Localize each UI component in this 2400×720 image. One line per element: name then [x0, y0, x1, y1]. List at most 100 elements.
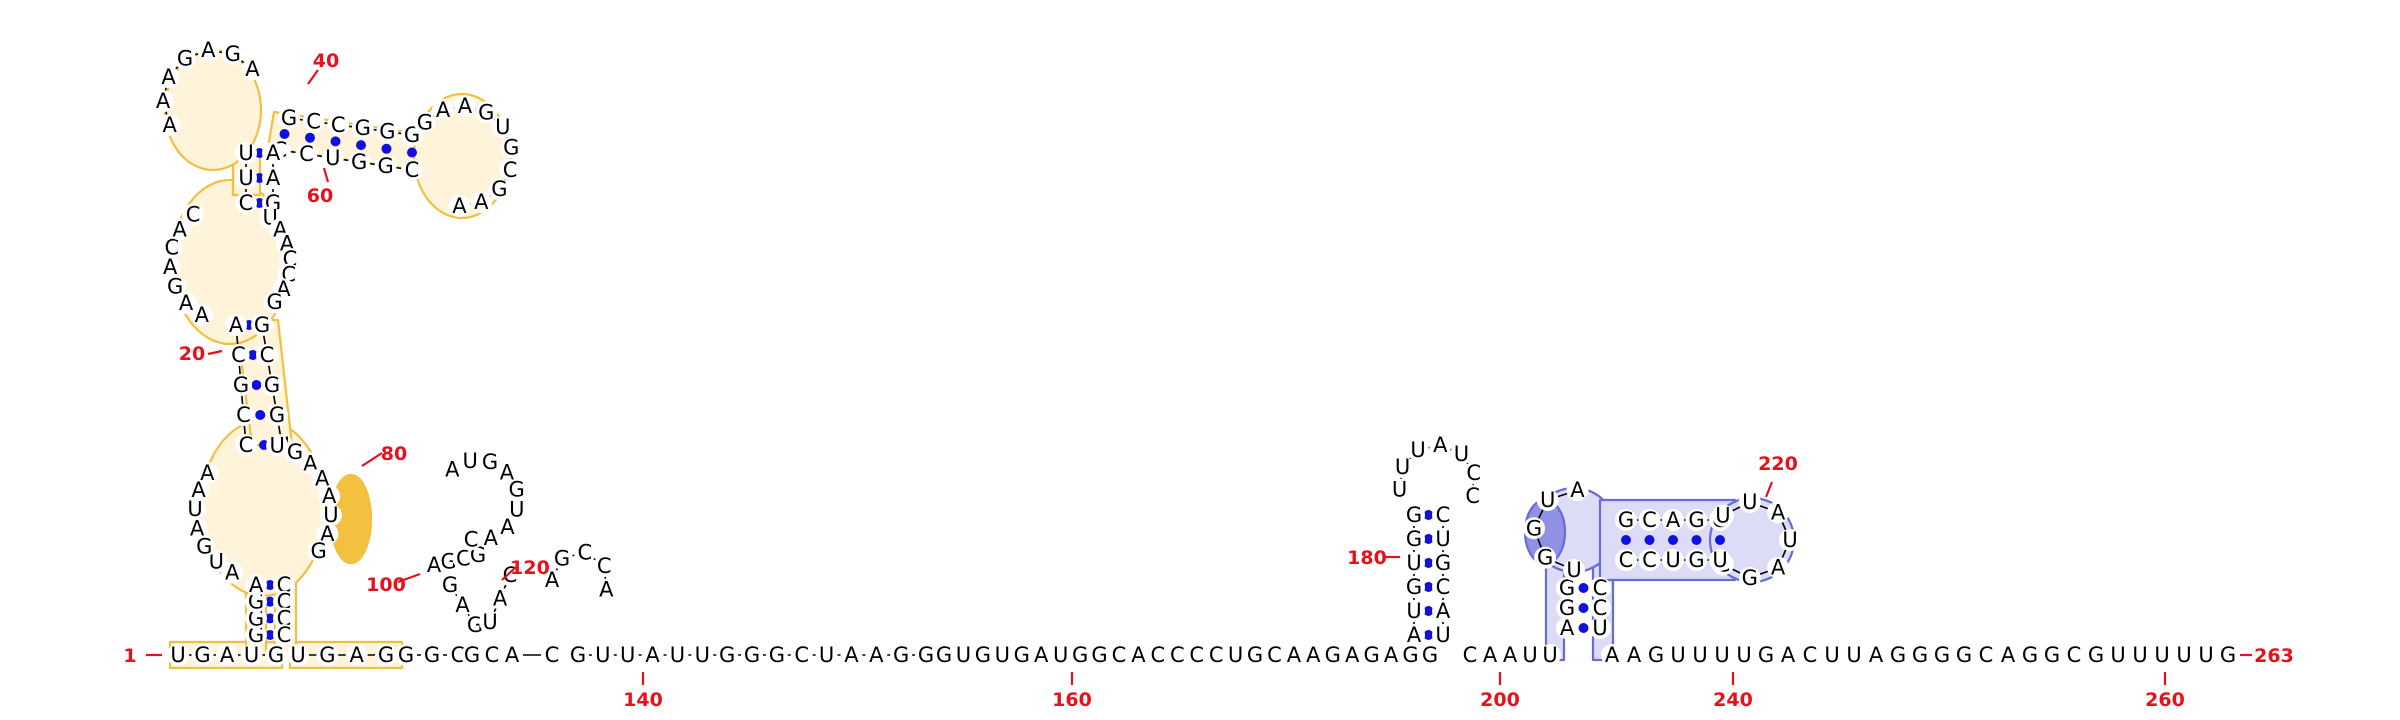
base-pair-hairpin-40 [381, 143, 392, 154]
nucleotide-bg [284, 441, 307, 464]
base-pair-hairpin-40 [279, 129, 290, 139]
nucleotide-bg [348, 151, 371, 173]
nucleotide-bg [191, 644, 214, 666]
nucleotide-bg [1534, 546, 1557, 569]
nucleotide-bg [230, 374, 252, 396]
nucleotide-128: C [1209, 643, 1224, 667]
base-pair-hairpin-40 [305, 132, 315, 143]
nucleotide-bg [461, 644, 483, 666]
nucleotide-223: C [456, 546, 471, 570]
nucleotide-131: C [1267, 643, 1282, 667]
nucleotide-161: A [1503, 643, 1518, 667]
nucleotide-bg [1777, 644, 1799, 666]
nucleotide-43: G [379, 120, 395, 144]
nucleotide-80: A [322, 484, 337, 508]
nucleotide-147: U [1395, 455, 1410, 479]
nucleotide-7: G [248, 606, 264, 630]
base-pair-hairpin-180 [1423, 558, 1434, 568]
nucleotide-36: A [201, 38, 216, 62]
nucleotide-225: C [464, 527, 479, 551]
nucleotide-bg [1645, 644, 1667, 666]
nucleotide-bg [197, 39, 220, 62]
nucleotide-bg [1432, 528, 1454, 550]
nucleotide-bg [1450, 442, 1473, 465]
position-label-240: 240 [1713, 689, 1753, 711]
nucleotide-82: A [320, 522, 335, 546]
base-pair-hairpin-220 [1715, 535, 1725, 545]
nucleotide-193: A [1627, 643, 1642, 667]
nucleotide-bg [232, 404, 255, 426]
nucleotide-bg [164, 275, 187, 298]
nucleotide-21: A [229, 313, 244, 337]
nucleotide-139: G [1422, 643, 1438, 667]
nucleotide-81: U [323, 503, 338, 527]
nucleotide-bg [1589, 577, 1611, 599]
nucleotide-55: C [405, 158, 420, 182]
nucleotide-6: G [248, 623, 264, 647]
nucleotide-153: C [1436, 503, 1451, 527]
nucleotide-9: A [249, 573, 264, 597]
nucleotide-bg [541, 644, 563, 666]
nucleotide-123: C [1112, 643, 1127, 667]
nucleotide-bg [1821, 644, 1843, 666]
nucleotide-bg [299, 452, 322, 475]
position-label-263: 263 [2254, 645, 2294, 667]
nucleotide-172: G [1618, 508, 1634, 532]
nucleotide-186: U [1665, 548, 1680, 572]
nucleotide-bg [235, 167, 257, 189]
nucleotide-bg [2173, 644, 2195, 666]
nucleotide-204: A [1869, 643, 1884, 667]
nucleotide-157: A [1436, 599, 1451, 623]
nucleotide-190: C [1593, 596, 1608, 620]
nucleotide-bg [1615, 549, 1637, 571]
base-pair-hairpin-220 [1644, 535, 1655, 545]
nucleotide-133: A [1306, 643, 1321, 667]
nucleotide-134: G [1325, 643, 1341, 667]
nucleotide-48: G [478, 100, 494, 124]
nucleotide-175: G [1688, 508, 1704, 532]
nucleotide-bg [1166, 644, 1189, 666]
nucleotide-149: A [1433, 433, 1448, 457]
nucleotide-bg [491, 116, 514, 139]
nucleotide-148: U [1410, 438, 1425, 462]
nucleotide-25: A [163, 255, 178, 279]
nucleotide-129: U [1228, 643, 1243, 667]
nucleotide-199: G [1758, 643, 1774, 667]
nucleotide-38: A [245, 57, 260, 81]
nucleotide-113: G [918, 643, 934, 667]
nucleotide-bg [500, 136, 523, 159]
nucleotide-54: A [452, 194, 467, 218]
nucleotide-bg [227, 344, 250, 366]
nucleotide-bg [235, 142, 257, 164]
nucleotide-bg [157, 66, 180, 89]
nucleotide-bg [307, 540, 330, 563]
nucleotide-bg [265, 644, 287, 666]
nucleotide-110: A [844, 643, 859, 667]
nucleotide-bg [890, 644, 913, 666]
nucleotide-bg [1205, 644, 1228, 666]
nucleotide-bg [1403, 576, 1425, 598]
nucleotide-151: C [1466, 461, 1481, 485]
tick-100 [397, 572, 421, 584]
nucleotide-bg [691, 644, 714, 666]
nucleotide-bg [1403, 552, 1425, 574]
nucleotide-115: U [956, 643, 971, 667]
nucleotide-bg [2041, 644, 2063, 666]
nucleotide-52: G [491, 177, 507, 201]
nucleotide-93: G [424, 643, 440, 667]
nucleotide-bg [1282, 644, 1305, 666]
nucleotide-31: U [238, 141, 253, 165]
nucleotide-22: A [195, 303, 210, 327]
nucleotide-181: A [1771, 556, 1786, 580]
nucleotide-bg [1539, 644, 1561, 666]
nucleotide-119: A [1034, 643, 1049, 667]
nucleotide-bg [1461, 484, 1484, 507]
nucleotide-bg [295, 143, 318, 165]
nucleotide-bg [262, 167, 284, 189]
nucleotide-bg [1391, 455, 1414, 478]
nucleotide-130: G [1247, 643, 1263, 667]
nucleotide-241: G [554, 547, 570, 571]
nucleotide-77: G [287, 440, 303, 464]
nucleotide-bg [501, 644, 523, 666]
